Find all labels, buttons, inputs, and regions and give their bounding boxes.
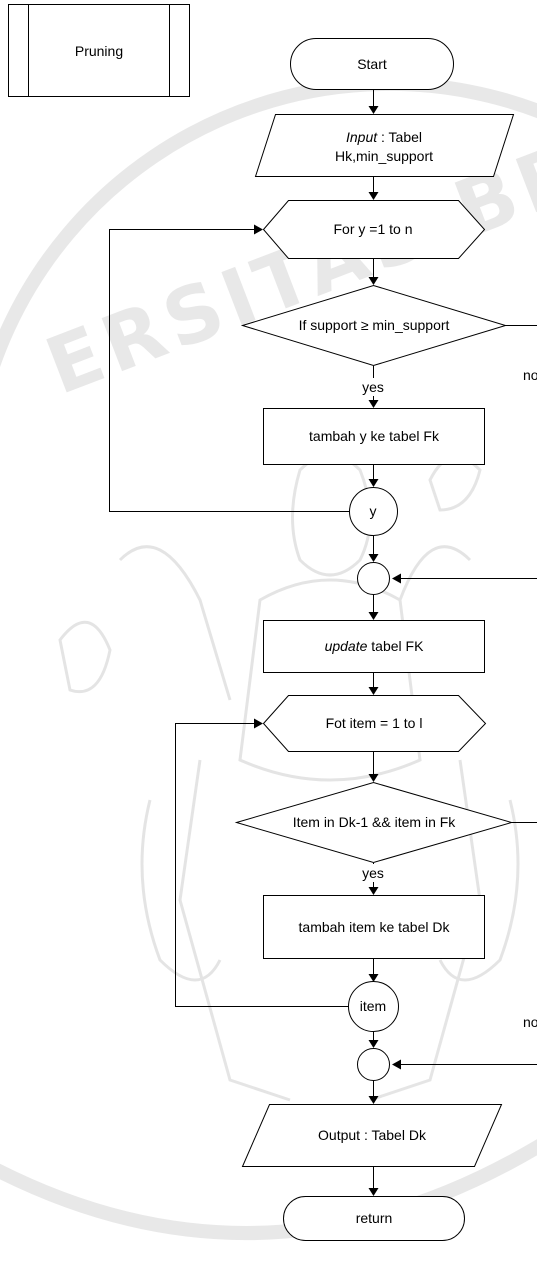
connector-y: y [350, 488, 398, 536]
process1-box: tambah y ke tabel Fk [264, 409, 485, 465]
decision1-yes-label: yes [362, 379, 384, 395]
merge-connector-1 [358, 563, 390, 595]
process2-label: tambah item ke tabel Dk [299, 919, 451, 935]
loop1-label: For y =1 to n [334, 221, 413, 237]
merge-connector-2 [358, 1049, 390, 1081]
connector-y-label: y [370, 503, 377, 519]
start-terminator: Start [291, 39, 454, 90]
update-prefix: update [325, 638, 368, 654]
return-terminator: return [284, 1197, 465, 1241]
title-box: Pruning [9, 5, 190, 97]
decision2-diamond: Item in Dk-1 && item in Fk [237, 783, 512, 863]
return-label: return [356, 1210, 393, 1226]
loop1-hexagon: For y =1 to n [264, 201, 485, 259]
output-label: Output : Tabel Dk [318, 1127, 427, 1143]
output-parallelogram: Output : Tabel Dk [243, 1105, 502, 1167]
connector-item-label: item [360, 998, 386, 1014]
loop2-label: Fot item = 1 to l [326, 715, 423, 731]
decision1-label: If support ≥ min_support [299, 317, 450, 333]
loop2-hexagon: Fot item = 1 to l [264, 696, 486, 752]
update-box: update tabel FK [264, 621, 485, 673]
start-label: Start [357, 56, 387, 72]
update-rest: tabel FK [367, 638, 424, 654]
input-line1: : Tabel [377, 129, 422, 145]
decision2-label: Item in Dk-1 && item in Fk [293, 814, 457, 830]
input-parallelogram: Input : Tabel Hk,min_support [256, 115, 514, 177]
svg-text:update tabel FK: update tabel FK [325, 638, 425, 654]
decision2-yes-label: yes [362, 865, 384, 881]
decision1-no-label: no [523, 367, 537, 383]
process1-label: tambah y ke tabel Fk [309, 428, 440, 444]
svg-text:Input : Tabel: Input : Tabel [346, 129, 422, 145]
input-prefix: Input [346, 129, 378, 145]
input-line2: Hk,min_support [335, 148, 433, 164]
process2-box: tambah item ke tabel Dk [264, 896, 485, 959]
title-label: Pruning [75, 43, 123, 59]
connector-item: item [349, 982, 399, 1032]
decision2-no-label: no [523, 1014, 537, 1030]
